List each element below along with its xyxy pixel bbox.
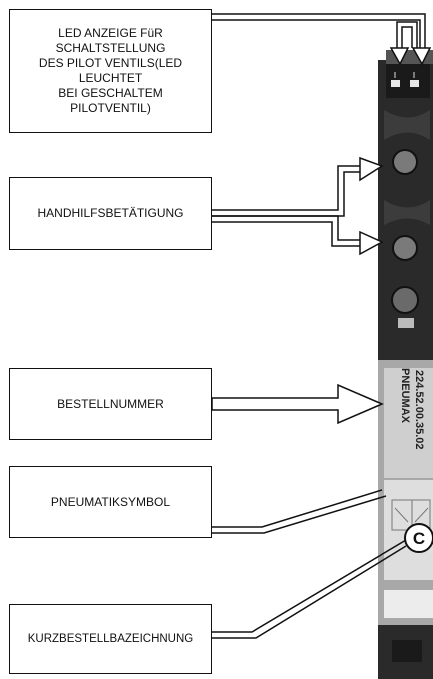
order-number-text: 224.52.00.35.02 bbox=[413, 370, 425, 450]
led-callout bbox=[212, 14, 430, 64]
manual-override-button-top bbox=[393, 150, 417, 174]
manual-override-callout bbox=[212, 158, 382, 254]
led-left bbox=[391, 80, 400, 87]
manual-override-button-bottom bbox=[393, 236, 417, 260]
valve-body bbox=[378, 50, 433, 679]
round-plug bbox=[392, 287, 418, 313]
brand-text: PNEUMAX bbox=[399, 368, 411, 424]
code-letter-text: C bbox=[413, 529, 425, 548]
led-right bbox=[410, 80, 419, 87]
short-order-code-callout bbox=[212, 540, 406, 638]
order-number-callout bbox=[212, 385, 382, 423]
pneumatic-symbol-callout bbox=[212, 490, 386, 533]
